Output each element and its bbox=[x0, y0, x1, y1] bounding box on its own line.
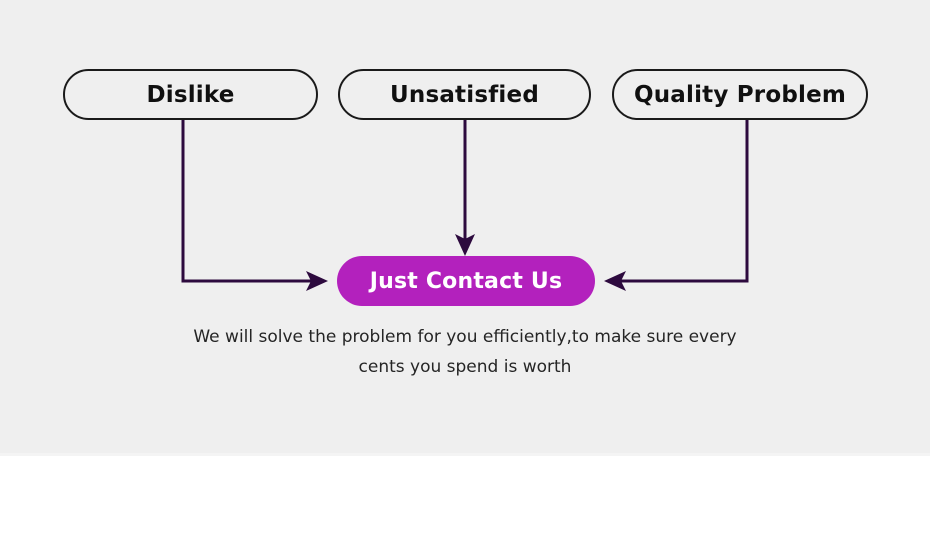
arrowhead-down-icon bbox=[455, 234, 475, 256]
caption-line-2: cents you spend is worth bbox=[358, 357, 572, 377]
connector-dislike-to-cta bbox=[181, 120, 322, 283]
contact-us-button[interactable]: Just Contact Us bbox=[337, 256, 595, 306]
source-box-unsatisfied-label: Unsatisfied bbox=[390, 81, 539, 108]
contact-us-button-label: Just Contact Us bbox=[369, 268, 563, 294]
panel-bottom-divider bbox=[0, 453, 930, 456]
source-box-dislike-label: Dislike bbox=[146, 81, 235, 108]
connector-arrows bbox=[181, 120, 749, 291]
source-box-unsatisfied[interactable]: Unsatisfied bbox=[338, 69, 591, 120]
connector-quality-to-cta bbox=[611, 120, 749, 283]
source-box-quality-problem[interactable]: Quality Problem bbox=[612, 69, 868, 120]
caption-text: We will solve the problem for you effici… bbox=[130, 322, 800, 382]
arrowhead-right-icon bbox=[306, 271, 328, 291]
arrowhead-left-icon bbox=[604, 271, 626, 291]
source-box-quality-problem-label: Quality Problem bbox=[633, 81, 847, 108]
caption-line-1: We will solve the problem for you effici… bbox=[193, 327, 737, 347]
source-box-dislike[interactable]: Dislike bbox=[63, 69, 318, 120]
